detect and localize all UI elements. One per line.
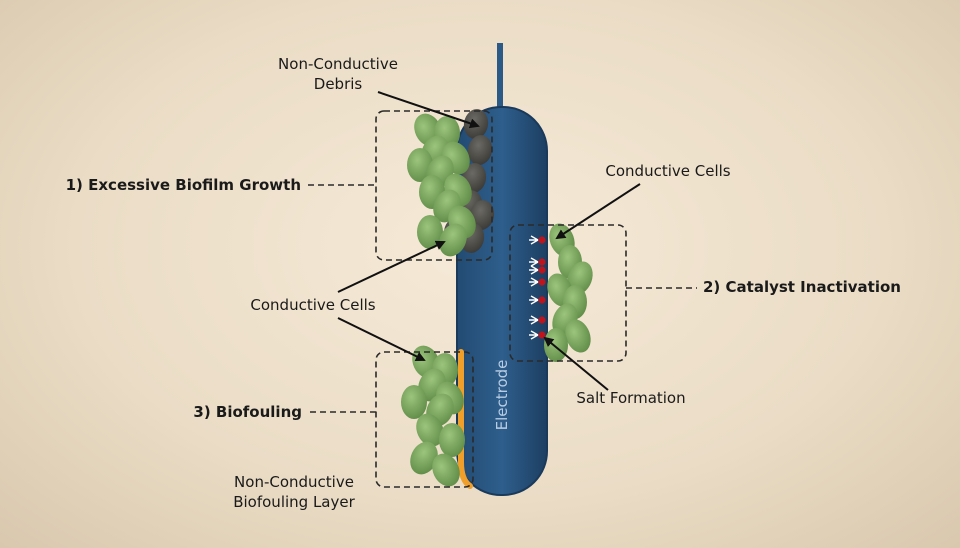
cell (439, 223, 467, 257)
salt-crystal (538, 278, 546, 286)
box-catalyst-inactivation (509, 224, 627, 362)
cell (439, 423, 465, 457)
salt-crystal (538, 258, 546, 266)
issue1-label: 1) Excessive Biofilm Growth (66, 176, 301, 194)
biofouling-label-line1: Non-Conductive (234, 473, 354, 491)
salt-crystal (538, 331, 546, 339)
salt-formation-label: Salt Formation (576, 389, 685, 407)
biofouling-label-line2: Biofouling Layer (233, 493, 355, 511)
cell-clusters (401, 109, 593, 487)
cell (565, 319, 591, 353)
electrode-label: Electrode (493, 360, 511, 431)
arrow-conductive-lower (337, 317, 426, 361)
conductive-cells-left-label: Conductive Cells (250, 296, 375, 314)
biofouling-layer (458, 349, 473, 489)
debris-particle (467, 135, 493, 165)
arrow-conductive-right (555, 183, 641, 240)
arrow-salt (543, 336, 609, 391)
debris-label-line1: Non-Conductive (278, 55, 398, 73)
debris-label-line2: Debris (314, 75, 363, 93)
electrode-wire (497, 43, 503, 113)
cell (401, 385, 427, 419)
cell (410, 441, 438, 475)
salt-formation-marks (529, 235, 546, 340)
catalyst-mark (529, 235, 539, 245)
salt-crystal (538, 266, 546, 274)
issue2-label: 2) Catalyst Inactivation (703, 278, 901, 296)
catalyst-mark (529, 315, 539, 325)
salt-crystal (538, 236, 546, 244)
catalyst-mark (529, 257, 539, 267)
cell (417, 215, 443, 249)
conductive-cells-right-label: Conductive Cells (605, 162, 730, 180)
cell (544, 328, 568, 362)
debris-particle (469, 200, 495, 230)
issue3-label: 3) Biofouling (193, 403, 302, 421)
catalyst-mark (529, 277, 539, 287)
catalyst-mark (529, 330, 539, 340)
arrow-debris (377, 91, 480, 129)
cell (432, 453, 460, 487)
arrow-conductive-upper (337, 240, 446, 293)
catalyst-mark (529, 265, 539, 275)
salt-crystal (538, 296, 546, 304)
cell (416, 413, 444, 447)
catalyst-mark (529, 295, 539, 305)
salt-crystal (538, 316, 546, 324)
